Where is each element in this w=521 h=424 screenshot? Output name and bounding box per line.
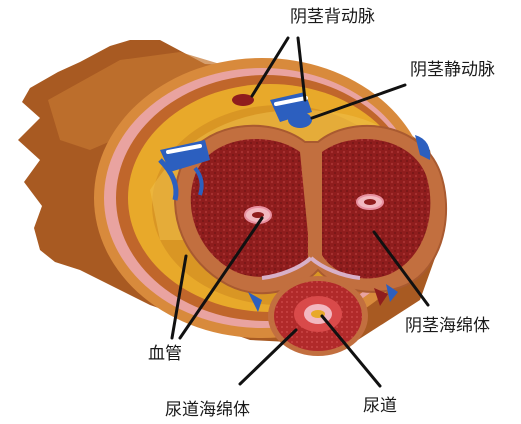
- label-blood-vessel: 血管: [148, 346, 182, 363]
- label-deep-dorsal-vein: 阴茎静动脉: [410, 62, 495, 79]
- label-urethra: 尿道: [363, 398, 397, 415]
- label-corpus-spongiosum: 尿道海绵体: [165, 402, 250, 419]
- label-corpus-cavernosum: 阴茎海绵体: [405, 318, 490, 335]
- label-dorsal-artery: 阴茎背动脉: [290, 9, 375, 26]
